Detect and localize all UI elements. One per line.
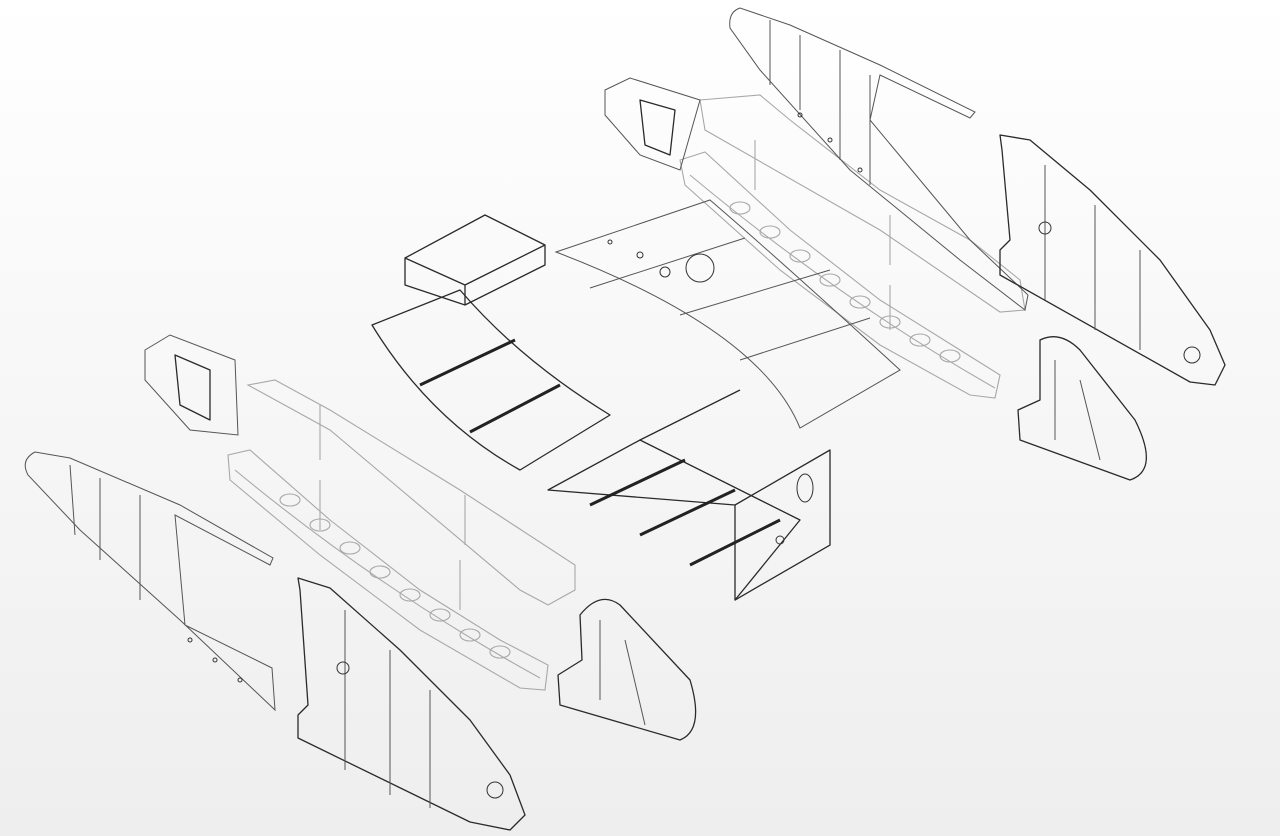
fitting-right [1017, 336, 1148, 481]
bracket-left [144, 334, 239, 436]
side-panel-upper-left [24, 451, 276, 712]
fitting-left [557, 598, 697, 741]
center-box [547, 389, 831, 601]
tray-with-mount-box [371, 214, 611, 471]
rib-lightening-holes [279, 493, 511, 659]
bracket-upper [604, 77, 701, 171]
side-panel-lower-left [297, 577, 526, 831]
side-panel-lower-right [999, 134, 1226, 386]
floor-sheet [554, 199, 901, 429]
rib-assembly-right [679, 94, 1026, 399]
rib-assembly-left [227, 379, 576, 691]
side-panel-upper-right [729, 7, 1029, 311]
